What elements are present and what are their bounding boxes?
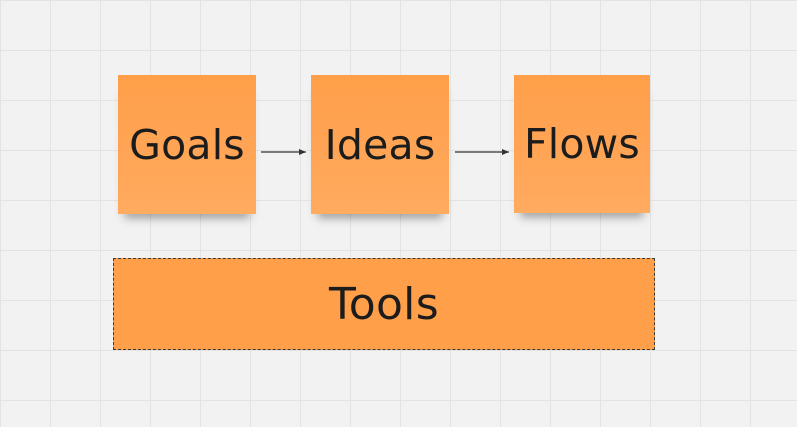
sticky-note-label: Ideas: [324, 120, 436, 169]
tools-frame-label: Tools: [329, 278, 439, 330]
sticky-note-flows[interactable]: Flows: [514, 75, 650, 213]
sticky-note-goals[interactable]: Goals: [118, 75, 256, 214]
tools-frame[interactable]: Tools: [113, 258, 655, 350]
sticky-note-label: Goals: [129, 120, 245, 169]
sticky-note-label: Flows: [524, 120, 640, 168]
sticky-note-ideas[interactable]: Ideas: [311, 75, 449, 214]
